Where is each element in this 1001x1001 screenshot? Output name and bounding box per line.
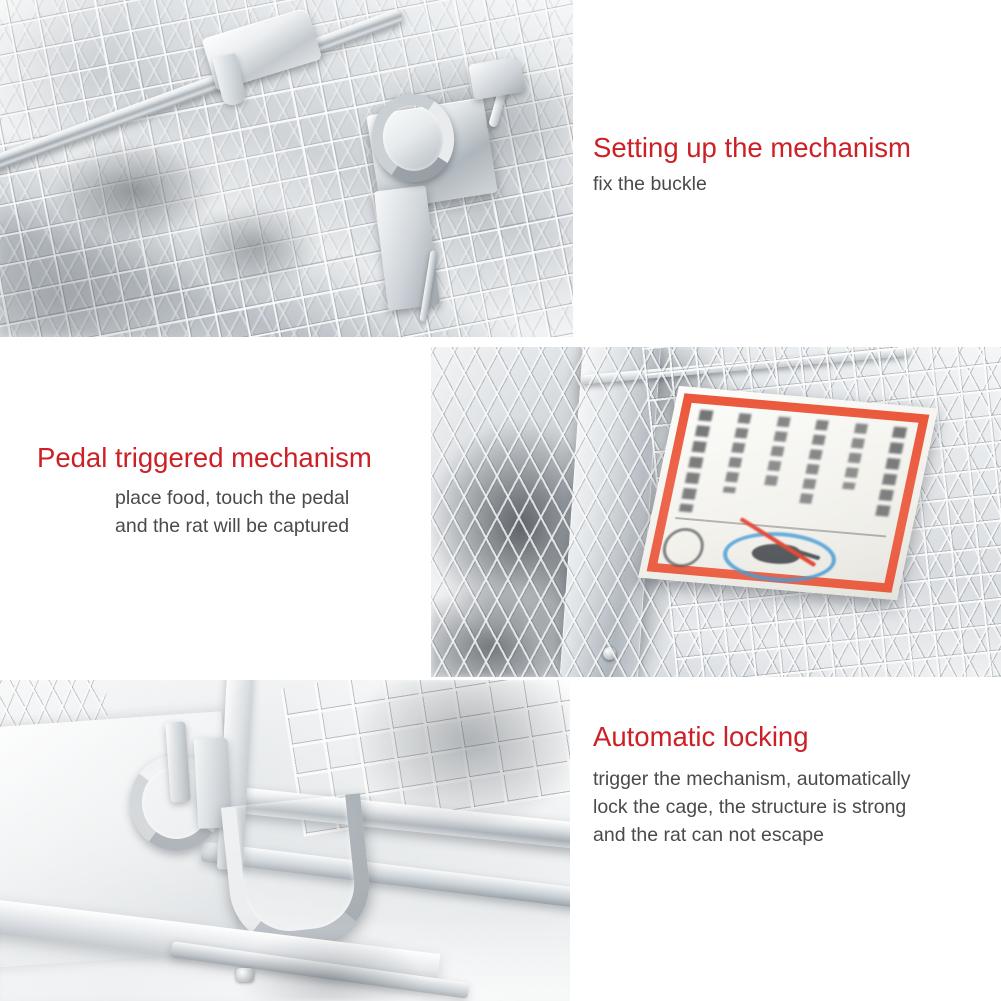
body-line: and the rat will be captured: [115, 514, 350, 537]
body-line: trigger the mechanism, automatically: [593, 768, 911, 791]
body-setting-up: fix the buckle: [593, 171, 911, 199]
panel-vignette: [0, 0, 573, 337]
base-rivet: [236, 968, 254, 982]
depth-shading: [0, 680, 570, 1001]
heading-automatic-locking: Automatic locking: [593, 721, 809, 752]
text-block-automatic-locking: Automatic locking trigger the mechanism,…: [593, 721, 911, 849]
text-block-pedal-triggered: Pedal triggered mechanism place food, to…: [37, 442, 372, 541]
heading-setting-up: Setting up the mechanism: [593, 132, 911, 163]
body-line: place food, touch the pedal: [115, 487, 350, 510]
photo-pedal-triggered-mechanism: [431, 347, 1001, 677]
text-block-setting-up: Setting up the mechanism fix the buckle: [593, 132, 911, 199]
panel-vignette: [431, 347, 1001, 677]
photo-setting-up-mechanism: [0, 0, 573, 337]
body-pedal-triggered: place food, touch the pedal and the rat …: [115, 485, 372, 540]
panel-vignette: [0, 680, 570, 1001]
body-line: and the rat can not escape: [593, 823, 824, 846]
body-line: fix the buckle: [593, 173, 707, 196]
body-line: lock the cage, the structure is strong: [593, 795, 907, 818]
photo-automatic-locking: [0, 680, 570, 1001]
heading-pedal-triggered: Pedal triggered mechanism: [37, 442, 372, 473]
body-automatic-locking: trigger the mechanism, automatically loc…: [593, 766, 911, 849]
